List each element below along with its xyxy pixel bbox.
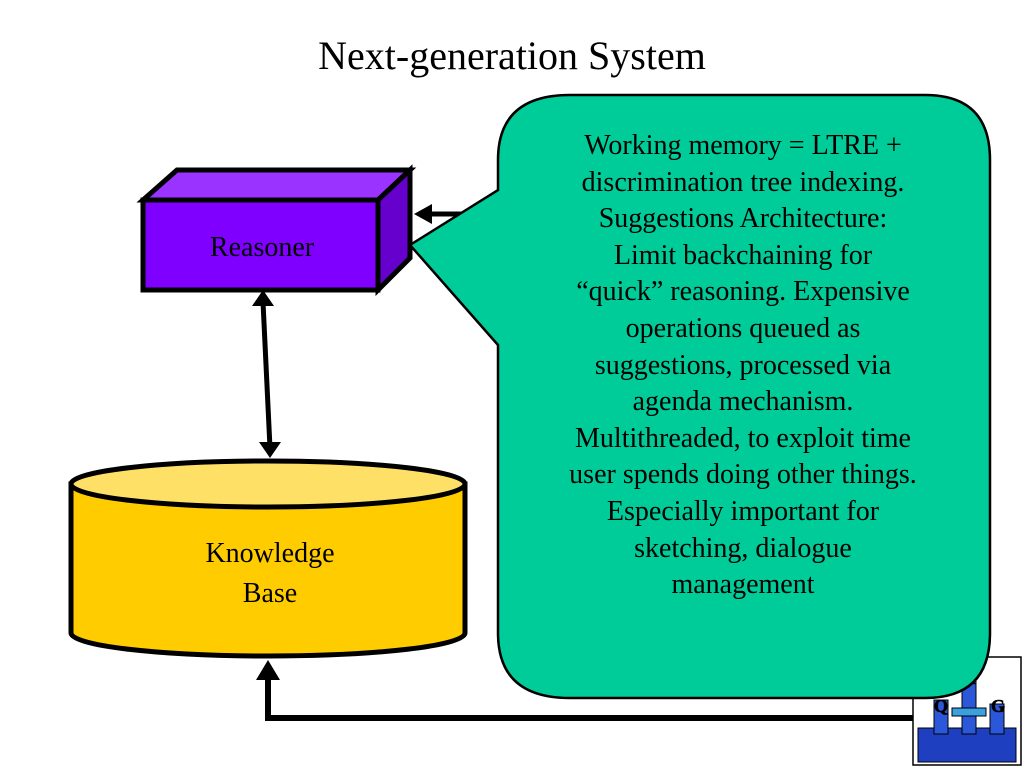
callout-line: Suggestions Architecture: — [598, 203, 888, 235]
kb-body — [68, 481, 468, 659]
callout-line: user spends doing other things. — [569, 459, 917, 491]
callout-line: suggestions, processed via — [594, 349, 892, 381]
kb-top — [68, 458, 468, 510]
logo-letter-q: Q — [934, 696, 948, 716]
callout-text: Working memory = LTRE + discrimination t… — [518, 128, 968, 604]
callout-line: agenda mechanism. — [632, 386, 854, 418]
callout-line: Working memory = LTRE + — [584, 130, 902, 161]
callout-line: operations queued as — [625, 312, 861, 344]
logo-letter-g: G — [991, 696, 1005, 716]
callout-line: Limit backchaining for — [613, 239, 873, 271]
reasoner-kb-arrow — [252, 290, 281, 458]
slide-title: Next-generation System — [318, 33, 706, 78]
callout-line: Multithreaded, to exploit time — [575, 422, 911, 454]
callout-line: “quick” reasoning. Expensive — [576, 276, 910, 308]
callout-line: sketching, dialogue — [634, 532, 852, 564]
reasoner-front-face — [140, 197, 381, 293]
reasoner-label: Reasoner — [210, 232, 315, 263]
callout-bubble — [408, 93, 992, 700]
kb-label-line-1: Knowledge — [205, 538, 334, 569]
reasoner-box: Reasoner — [136, 164, 417, 297]
kb-label-line-2: Base — [243, 578, 297, 609]
knowledge-base-cylinder: Knowledge Base — [68, 458, 468, 659]
callout-line: Especially important for — [606, 495, 880, 527]
callout-line: management — [671, 569, 815, 601]
callout-line: discrimination tree indexing. — [581, 166, 905, 198]
reasoner-top-face — [136, 167, 417, 203]
